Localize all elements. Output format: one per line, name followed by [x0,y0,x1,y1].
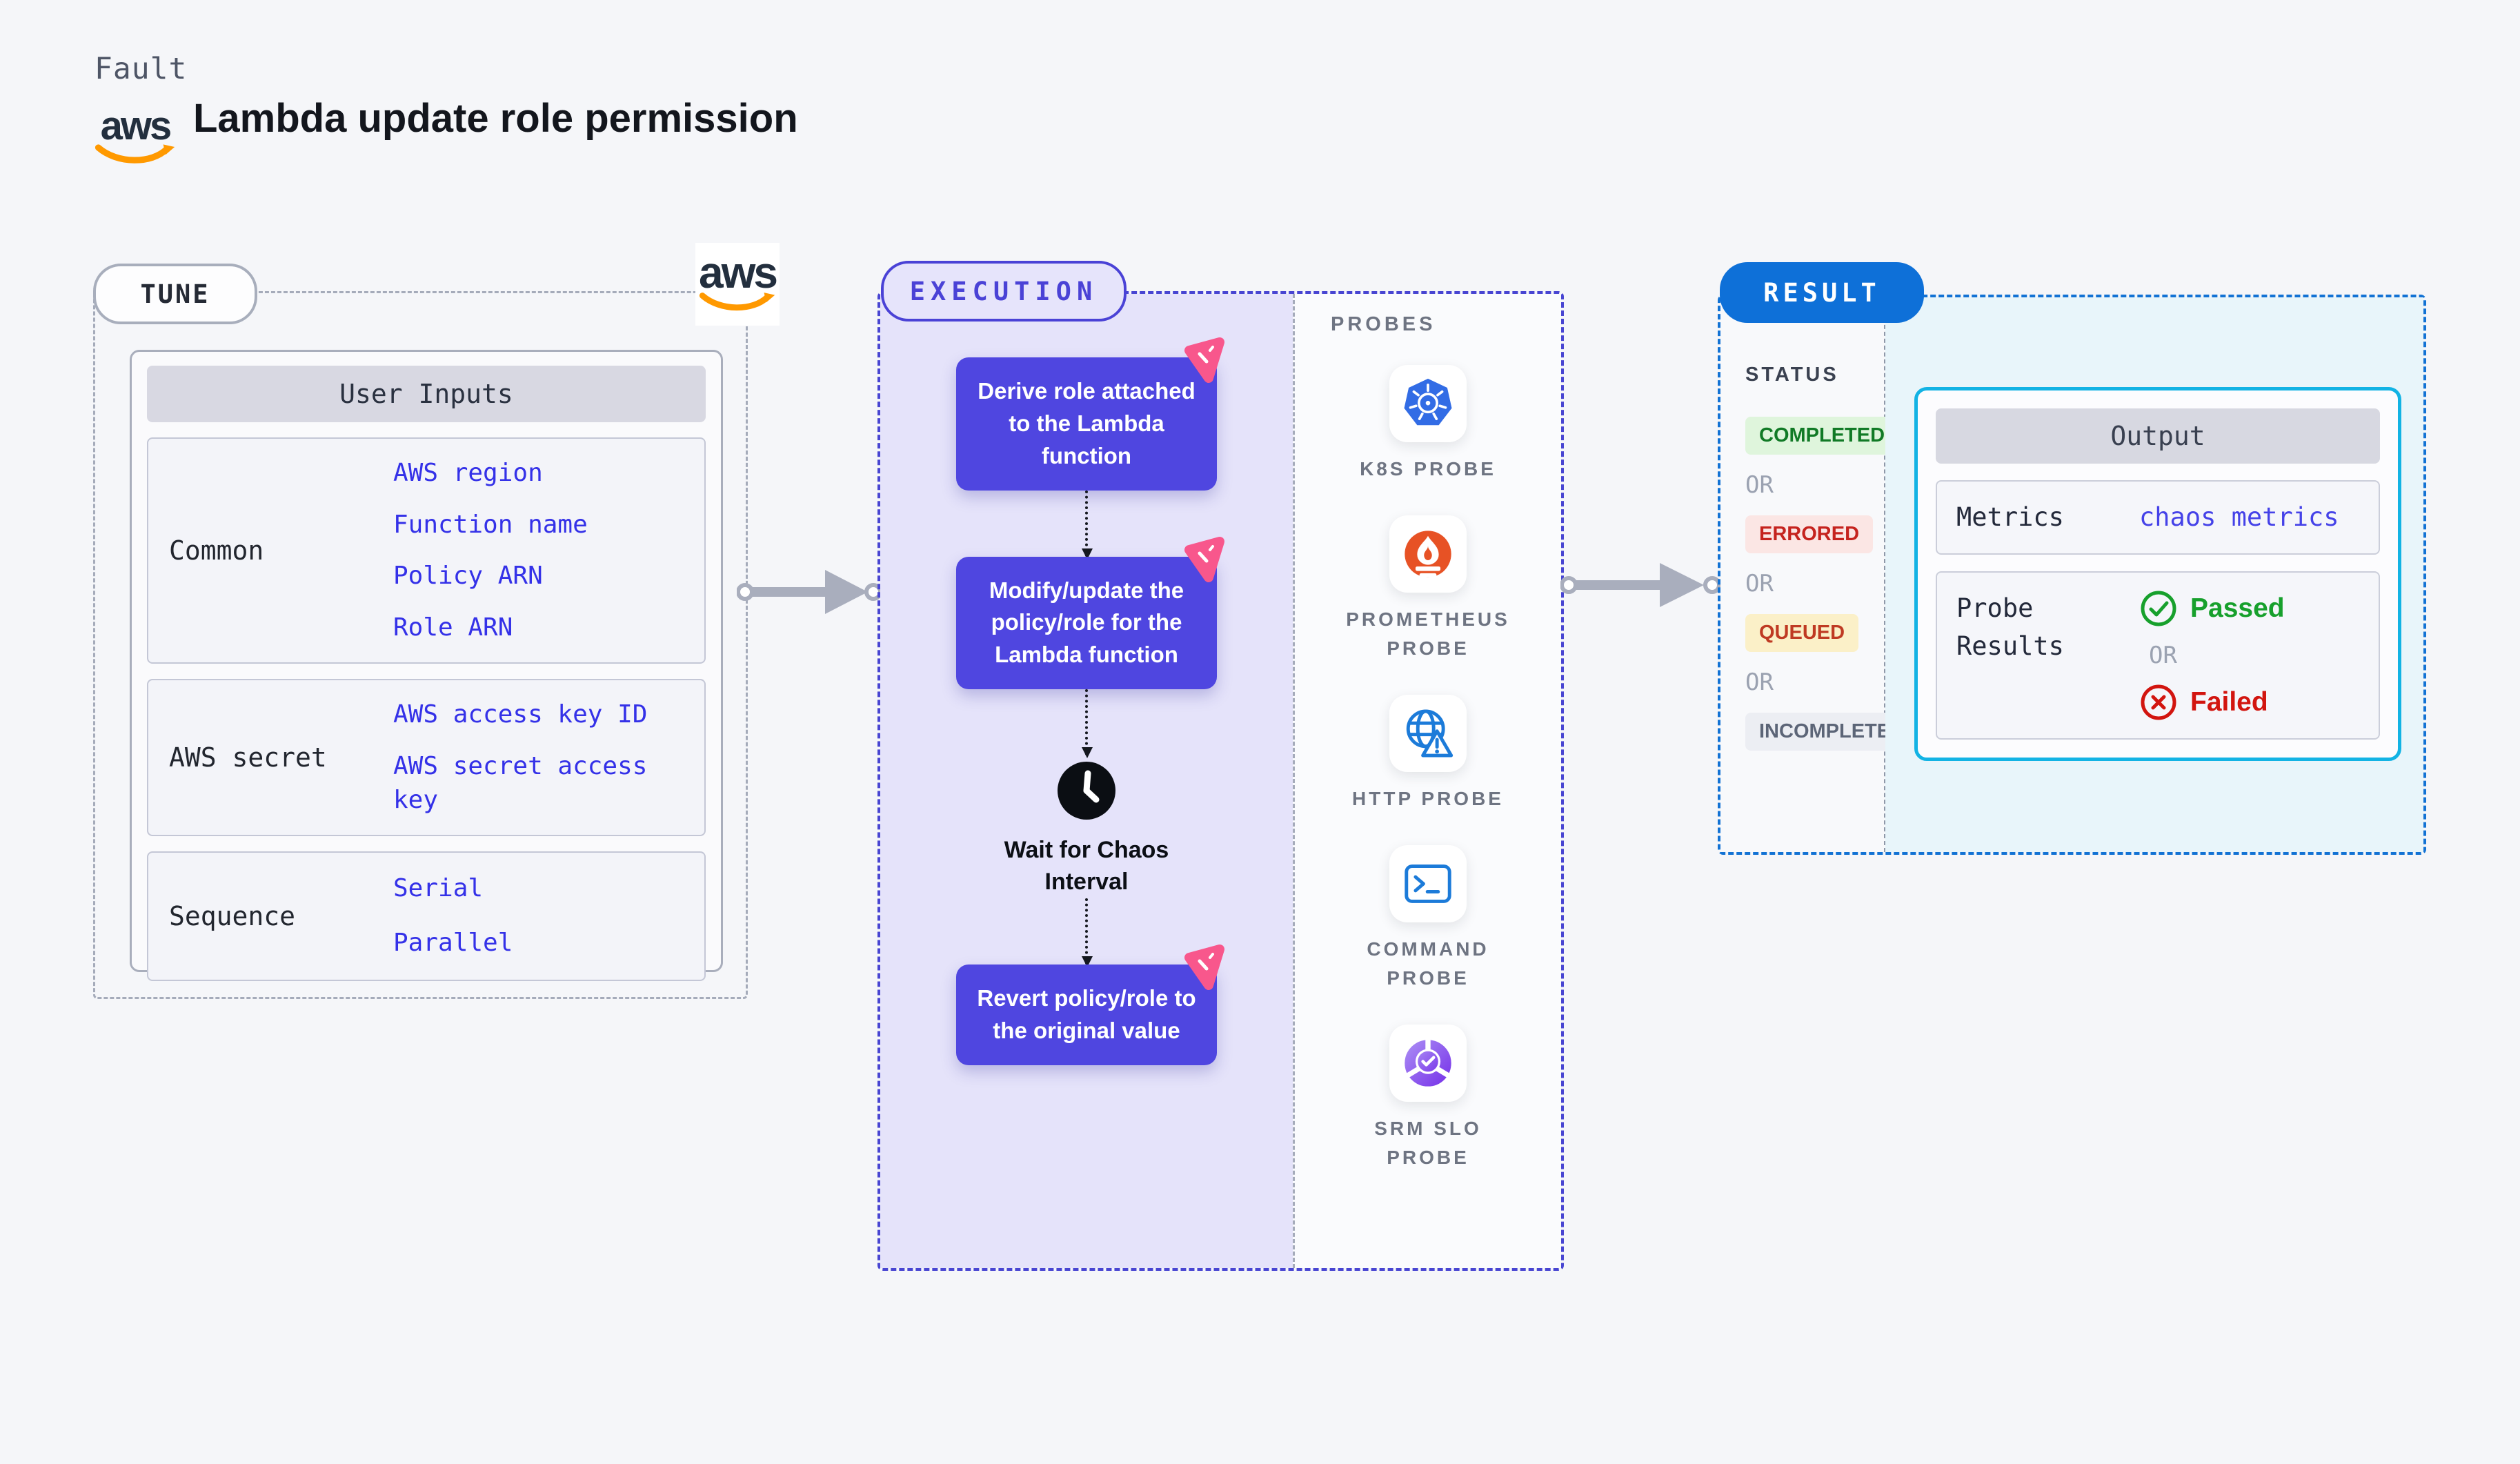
probe-label: PROMETHEUS PROBE [1346,609,1510,659]
output-header: Output [1936,408,2380,464]
input-row-aws-secret: AWS secret AWS access key ID AWS secret … [147,679,706,837]
input-link[interactable]: Policy ARN [393,562,543,591]
probe-results-label: Probe Results [1956,593,2064,662]
result-pill: RESULT [1720,262,1924,323]
passed-check-icon [2141,591,2176,626]
probe-results-values: Passed OR Failed [2139,589,2285,722]
step-node-revert-policy: Revert policy/role to the original value [956,944,1224,1065]
fault-kicker: Fault [95,52,188,86]
or-label: OR [1745,669,1774,696]
failed-label: Failed [2190,686,2268,717]
probe-item-command: COMMAND PROBE [1331,845,1525,993]
metrics-row: Metrics chaos metrics [1936,480,2380,555]
probe-item-srm-slo: SRM SLO PROBE [1331,1025,1525,1172]
page-title: Lambda update role permission [193,96,798,141]
or-label: OR [1745,471,1774,499]
input-link[interactable]: AWS secret access key [393,751,648,814]
input-links: AWS access key ID AWS secret access key [393,698,693,817]
probe-item-prometheus: PROMETHEUS PROBE [1331,515,1525,663]
execution-flow: Derive role attached to the Lambda funct… [880,294,1293,1268]
failed-x-icon [2141,684,2176,720]
output-card: Output Metrics chaos metrics Probe Resul… [1914,387,2401,761]
input-link[interactable]: Role ARN [393,613,513,642]
execution-pill: EXECUTION [881,261,1127,322]
aws-logo: aws [95,103,176,168]
input-link[interactable]: Serial [393,874,484,903]
probe-label: COMMAND PROBE [1367,938,1489,989]
status-title: STATUS [1745,364,1839,386]
result-section: STATUS COMPLETED OR ERRORED OR QUEUED OR… [1718,295,2426,855]
tune-pill: TUNE [93,264,257,324]
probe-card [1389,515,1467,593]
status-badge-completed: COMPLETED [1745,417,1899,455]
status-column: STATUS COMPLETED OR ERRORED OR QUEUED OR… [1720,297,1919,852]
user-inputs-card: User Inputs Common AWS region Function n… [130,350,723,982]
probe-label: K8S PROBE [1360,458,1496,479]
step-text: Revert policy/role to the original value [977,985,1196,1043]
probe-card [1389,695,1467,772]
user-inputs-header: User Inputs [147,366,706,422]
input-row-label: Sequence [169,901,296,932]
input-link[interactable]: AWS region [393,459,543,487]
input-row-label: AWS secret [169,742,327,773]
probe-results-row: Probe Results Passed OR [1936,571,2380,740]
flow-connector [1082,490,1093,560]
or-label: OR [1745,570,1774,597]
chaos-fault-icon [1184,944,1224,990]
flow-arrow-execution-to-result [1560,563,1720,607]
status-badge-queued: QUEUED [1745,614,1859,652]
step-node-derive-role: Derive role attached to the Lambda funct… [956,337,1224,491]
input-row-common: Common AWS region Function name Policy A… [147,437,706,664]
probes-title: PROBES [1331,313,1436,335]
step-node-modify-policy: Modify/update the policy/role for the La… [956,536,1224,690]
probes-panel: PROBES [1293,294,1561,1268]
flow-connector [1082,689,1093,759]
metrics-label: Metrics [1956,502,2064,532]
slo-donut-check-icon [1405,1038,1451,1087]
aws-logo-text: aws [100,103,172,148]
step-text: Derive role attached to the Lambda funct… [978,378,1195,468]
wait-interval-label: Wait for Chaos Interval [1004,837,1169,896]
step-text: Modify/update the policy/role for the La… [989,577,1184,668]
input-links: AWS region Function name Policy ARN Role… [393,457,693,644]
probe-card [1389,365,1467,442]
tune-section: User Inputs Common AWS region Function n… [93,291,748,999]
wait-clock-icon [1055,760,1118,825]
globe-warning-icon [1406,709,1454,758]
probe-card [1389,1025,1467,1102]
aws-swoosh-icon [699,293,775,311]
probe-item-k8s: K8S PROBE [1360,365,1496,484]
probe-item-http: HTTP PROBE [1352,695,1504,813]
input-link[interactable]: AWS access key ID [393,700,648,729]
chaos-metrics-link[interactable]: chaos metrics [2139,502,2339,533]
chaos-fault-icon [1184,337,1224,383]
probe-card [1389,845,1467,922]
execution-section: Derive role attached to the Lambda funct… [877,291,1564,1271]
terminal-icon [1405,864,1451,903]
aws-logo-corner: aws [695,243,780,326]
kubernetes-icon [1404,378,1452,426]
aws-logo-text: aws [699,247,778,297]
input-links: Serial Parallel [393,871,693,962]
prometheus-icon [1405,531,1451,577]
status-badge-errored: ERRORED [1745,515,1874,553]
or-label: OR [2149,641,2177,669]
flow-arrow-tune-to-execution [737,570,882,614]
input-row-sequence: Sequence Serial Parallel [147,851,706,982]
aws-swoosh-icon [95,144,175,164]
passed-label: Passed [2190,593,2285,623]
input-link[interactable]: Function name [393,510,588,539]
chaos-fault-icon [1184,536,1224,582]
input-link[interactable]: Parallel [393,929,513,958]
result-output-panel: Output Metrics chaos metrics Probe Resul… [1885,297,2423,852]
probe-label: SRM SLO PROBE [1374,1118,1482,1168]
input-row-label: Common [169,535,264,566]
flow-connector [1082,898,1093,967]
probe-label: HTTP PROBE [1352,788,1504,809]
